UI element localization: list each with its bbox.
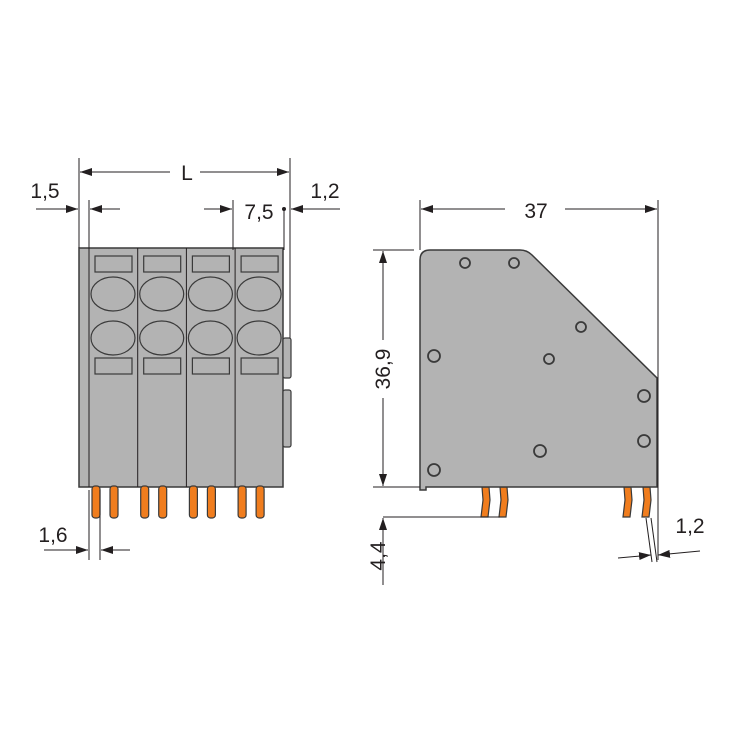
hole [543, 353, 555, 365]
dim-depth-label: 37 [524, 200, 547, 223]
solder-pin [109, 485, 119, 519]
push-button-upper[interactable] [187, 276, 233, 312]
solder-pin [255, 485, 265, 519]
side-holes [427, 257, 651, 477]
push-button-lower[interactable] [139, 320, 185, 356]
release-slot [94, 357, 133, 375]
solder-pin [480, 486, 491, 518]
push-button-upper[interactable] [236, 276, 282, 312]
solder-pin [91, 485, 101, 519]
front-dimensions: L 1,5 7,5 1,2 1,6 [30, 158, 340, 560]
dim-pin-thickness-label: 1,2 [675, 515, 704, 538]
solder-pin [158, 485, 168, 519]
solder-pin [206, 485, 216, 519]
latch-lower [282, 389, 292, 448]
latch-upper [282, 337, 292, 379]
marker-slot [94, 255, 133, 273]
side-housing [419, 249, 658, 491]
front-view [78, 247, 292, 519]
dim-height-label: 36,9 [372, 349, 395, 390]
solder-pin [498, 486, 509, 518]
terminal-module [137, 248, 185, 487]
marker-slot [143, 255, 182, 273]
dim-pin-length-label: 4,4 [367, 541, 390, 571]
hole [575, 321, 587, 333]
terminal-module [185, 248, 233, 487]
solder-pin [188, 485, 198, 519]
side-view [419, 249, 658, 518]
marker-slot [240, 255, 279, 273]
push-button-lower[interactable] [90, 320, 136, 356]
modules [88, 248, 282, 487]
hole [637, 389, 651, 403]
solder-pin [641, 486, 652, 518]
hole [508, 257, 520, 269]
solder-pin [140, 485, 150, 519]
side-pins [480, 486, 652, 518]
release-slot [191, 357, 230, 375]
hole [427, 349, 441, 363]
dim-pitch-label: 7,5 [244, 201, 273, 224]
solder-pin [622, 486, 633, 518]
dim-pin-width-label: 1,6 [38, 524, 67, 547]
dim-length-label: L [181, 162, 193, 185]
marker-slot [191, 255, 230, 273]
release-slot [240, 357, 279, 375]
dim-left-offset-label: 1,5 [30, 180, 59, 203]
push-button-upper[interactable] [139, 276, 185, 312]
solder-pin [237, 485, 247, 519]
side-dimensions: 37 36,9 4,4 1,2 [367, 200, 705, 585]
push-button-upper[interactable] [90, 276, 136, 312]
push-button-lower[interactable] [236, 320, 282, 356]
hole [533, 444, 547, 458]
hole [637, 434, 651, 448]
terminal-module [234, 248, 282, 487]
front-pins [91, 485, 265, 519]
hole [427, 463, 441, 477]
push-button-lower[interactable] [187, 320, 233, 356]
release-slot [143, 357, 182, 375]
hole [459, 257, 471, 269]
dim-right-offset-label: 1,2 [310, 180, 339, 203]
terminal-module [88, 248, 136, 487]
